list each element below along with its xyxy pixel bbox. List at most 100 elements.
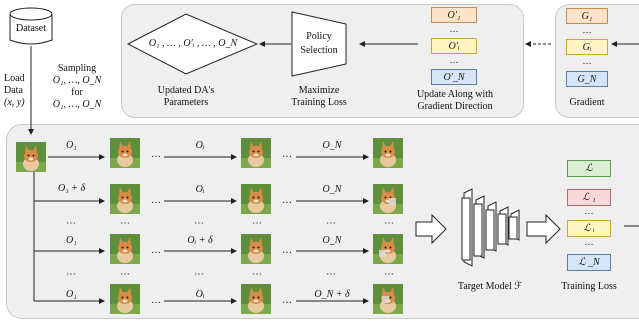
target-model-label: Target Model ℱ: [457, 281, 523, 292]
cutout-patch: [389, 198, 396, 205]
row1-label-1: O₁: [66, 140, 77, 151]
param-caption-2: Gradient Direction: [417, 101, 493, 112]
vdots: ⋯: [252, 218, 262, 229]
row4-label-3: O_N + δ: [314, 289, 350, 300]
row3-label-1: O₁: [66, 235, 77, 246]
cat-photo: [373, 184, 403, 214]
row1-label-3: O_N: [322, 140, 342, 151]
dataset-cylinder-icon: [9, 7, 53, 45]
ellipsis: …: [151, 245, 161, 256]
cat-photo: [241, 184, 271, 214]
sampling-label-1: Sampling: [57, 63, 97, 74]
row2-label-1: O₁ + δ: [58, 183, 86, 194]
row4-image-1: [110, 284, 140, 314]
cat-photo: [373, 138, 403, 168]
ellipsis: …: [282, 195, 292, 206]
policy-trapezoid: [291, 11, 347, 77]
cat-photo: [241, 234, 271, 264]
row1-image-1: [110, 138, 140, 168]
load-label-3: (x, y): [4, 97, 25, 108]
cutout-patch: [379, 250, 386, 257]
vdots: ⋯: [120, 218, 130, 229]
cat-photo: [373, 234, 403, 264]
diamond-caption-1: Updated DA's: [157, 85, 215, 96]
gradient-ellipsis-2: …: [582, 56, 592, 66]
row1-image-3: [373, 138, 403, 168]
source-image: [16, 142, 46, 172]
param-caption-1: Update Along with: [416, 89, 494, 100]
cat-photo: [110, 234, 140, 264]
row4-label-1: O₁: [66, 289, 77, 300]
row4-label-2: Oᵢ: [195, 289, 205, 300]
vdots: ⋯: [326, 269, 336, 280]
sampling-label-2: O₁, …, O_N: [52, 75, 102, 86]
ellipsis: …: [282, 149, 292, 160]
ellipsis: …: [151, 295, 161, 306]
row4-image-3: [373, 284, 403, 314]
vdots: ⋯: [194, 269, 204, 280]
load-label-2: Data: [4, 85, 23, 96]
row2-image-1: [110, 184, 140, 214]
training-loss-caption: Training Loss: [561, 281, 617, 292]
cat-photo: [110, 184, 140, 214]
row3-label-2: Oᵢ + δ: [187, 235, 213, 246]
param-box-n: O′_N: [431, 69, 477, 85]
ellipsis: …: [282, 295, 292, 306]
row2-label-3: O_N: [322, 184, 342, 195]
param-ellipsis-2: …: [449, 55, 459, 65]
cat-photo: [241, 284, 271, 314]
gradient-caption: Gradient: [569, 97, 605, 108]
diamond-text: O₁ , … , O′ᵢ , … , O_N: [148, 38, 238, 49]
policy-label-2: Selection: [300, 45, 338, 56]
cat-photo: [241, 138, 271, 168]
gradient-ellipsis-1: …: [582, 25, 592, 35]
vdots: ⋯: [66, 218, 76, 229]
vdots: ⋯: [252, 269, 262, 280]
cat-photo: [373, 284, 403, 314]
vdots: ⋯: [120, 269, 130, 280]
cutout-patch: [382, 296, 389, 303]
gradient-box-n: G_N: [566, 71, 608, 87]
ellipsis: …: [151, 149, 161, 160]
param-box-i: O′ᵢ: [431, 38, 477, 54]
policy-caption-2: Training Loss: [291, 97, 347, 108]
policy-caption-1: Maximize: [298, 85, 340, 96]
row3-image-1: [110, 234, 140, 264]
ellipsis: …: [151, 195, 161, 206]
policy-label-1: Policy: [306, 31, 332, 42]
vdots: ⋯: [326, 218, 336, 229]
load-label-1: Load: [4, 73, 25, 84]
loss-ellipsis-2: …: [584, 237, 594, 247]
target-model-icon: [461, 188, 520, 267]
row1-label-2: Oᵢ: [195, 140, 205, 151]
loss-ellipsis-1: …: [584, 206, 594, 216]
row3-image-3: [373, 234, 403, 264]
gradient-box-i: Gᵢ: [566, 39, 608, 55]
vdots: ⋯: [384, 218, 394, 229]
sampling-label-4: O₁, …, O_N: [52, 99, 102, 110]
row2-image-2: [241, 184, 271, 214]
row3-label-3: O_N: [322, 235, 342, 246]
row2-image-3: [373, 184, 403, 214]
vdots: ⋯: [66, 269, 76, 280]
gradient-box-1: G₁: [566, 8, 608, 24]
param-box-1: O′₁: [431, 7, 477, 23]
cat-photo: [16, 142, 46, 172]
sampling-label-3: for: [71, 87, 83, 98]
param-ellipsis-1: …: [449, 24, 459, 34]
row3-image-2: [241, 234, 271, 264]
row1-image-2: [241, 138, 271, 168]
cat-photo: [110, 284, 140, 314]
parameters-diamond: [126, 13, 259, 75]
loss-box-n: ℒ _N: [567, 254, 611, 271]
ellipsis: …: [282, 245, 292, 256]
row4-image-2: [241, 284, 271, 314]
vdots: ⋯: [384, 269, 394, 280]
loss-box-total: ℒ: [567, 160, 611, 177]
dataset-label: Dataset: [16, 23, 46, 34]
diamond-caption-2: Parameters: [163, 97, 209, 108]
row2-label-2: Oᵢ: [195, 184, 205, 195]
loss-box-i: ℒ ᵢ: [567, 220, 611, 237]
cat-photo: [110, 138, 140, 168]
